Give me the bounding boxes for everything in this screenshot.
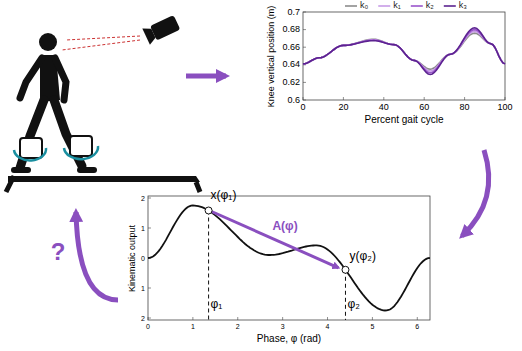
legend-ground (342, 0, 477, 11)
tick (464, 97, 465, 100)
axis-tick: 0.66 (282, 43, 300, 52)
axis-tick: 1 (191, 323, 195, 330)
knee-curve (303, 30, 505, 73)
axis-title: Knee vertical position (m) (267, 5, 276, 107)
tick (148, 318, 151, 319)
legend-line (411, 5, 423, 7)
tick (148, 228, 151, 229)
tick (303, 12, 306, 13)
axis-tick: 0.7 (287, 8, 300, 17)
tick (148, 288, 151, 289)
axis-tick: 1 (141, 225, 145, 232)
legend-text: k₃ (459, 1, 467, 10)
tick (192, 317, 193, 320)
axis-tick: 4 (326, 323, 330, 330)
tick (505, 97, 506, 100)
phase-guide (345, 270, 346, 320)
legend-text: k₁ (393, 1, 401, 10)
axis-tick: 1 (141, 285, 145, 292)
mapping-arrow (212, 211, 339, 267)
question-mark: ? (51, 240, 66, 264)
tick (303, 100, 306, 101)
sample-point (205, 207, 212, 214)
axis-tick: 80 (460, 103, 470, 112)
tick (303, 82, 306, 83)
axis-title: Kinematic output (128, 224, 137, 291)
tick (282, 317, 283, 320)
tick (372, 317, 373, 320)
axis-tick: 2 (141, 195, 145, 202)
tick (424, 97, 425, 100)
axis-tick: 0.68 (282, 25, 300, 34)
tick (303, 97, 304, 100)
axis-tick: 20 (338, 103, 348, 112)
point-label: y(φ₂) (349, 250, 375, 262)
tick (417, 317, 418, 320)
sample-point (342, 266, 349, 273)
axis-tick: 0 (300, 103, 305, 112)
axis-tick: 0.6 (287, 96, 300, 105)
phase-label: φ₂ (347, 298, 359, 310)
map-label: A(φ) (272, 220, 297, 232)
axis-tick: 60 (419, 103, 429, 112)
axis-tick: 6 (415, 323, 419, 330)
legend-text: k₀ (360, 1, 368, 10)
knee-curve (303, 31, 505, 71)
tick (383, 97, 384, 100)
legend-line (444, 5, 456, 7)
axis-tick: 0.62 (282, 78, 300, 87)
legend-text: k₂ (426, 1, 434, 10)
axis-tick: 2 (141, 315, 145, 322)
axis-tick: 2 (236, 323, 240, 330)
axis-tick: 3 (281, 323, 285, 330)
tick (343, 97, 344, 100)
axis-tick: 5 (370, 323, 374, 330)
tick (327, 317, 328, 320)
axis-tick: 0 (146, 323, 150, 330)
tick (303, 47, 306, 48)
knee-curve (303, 33, 505, 69)
point-label: x(φ₁) (211, 189, 237, 201)
phase-label: φ₁ (211, 298, 223, 310)
axis-tick: 100 (497, 103, 512, 112)
axis-title: Phase, φ (rad) (257, 334, 321, 344)
axis-tick: 0.64 (282, 60, 300, 69)
tick (237, 317, 238, 320)
knee-curve (303, 28, 505, 75)
legend-line (345, 5, 357, 7)
axis-tick: 40 (379, 103, 389, 112)
tick (303, 29, 306, 30)
phase-guide (208, 210, 209, 320)
tick (148, 198, 151, 199)
tick (148, 317, 149, 320)
axis-title: Percent gait cycle (365, 115, 444, 125)
axis-tick: 0 (141, 255, 145, 262)
legend-line (378, 5, 390, 7)
